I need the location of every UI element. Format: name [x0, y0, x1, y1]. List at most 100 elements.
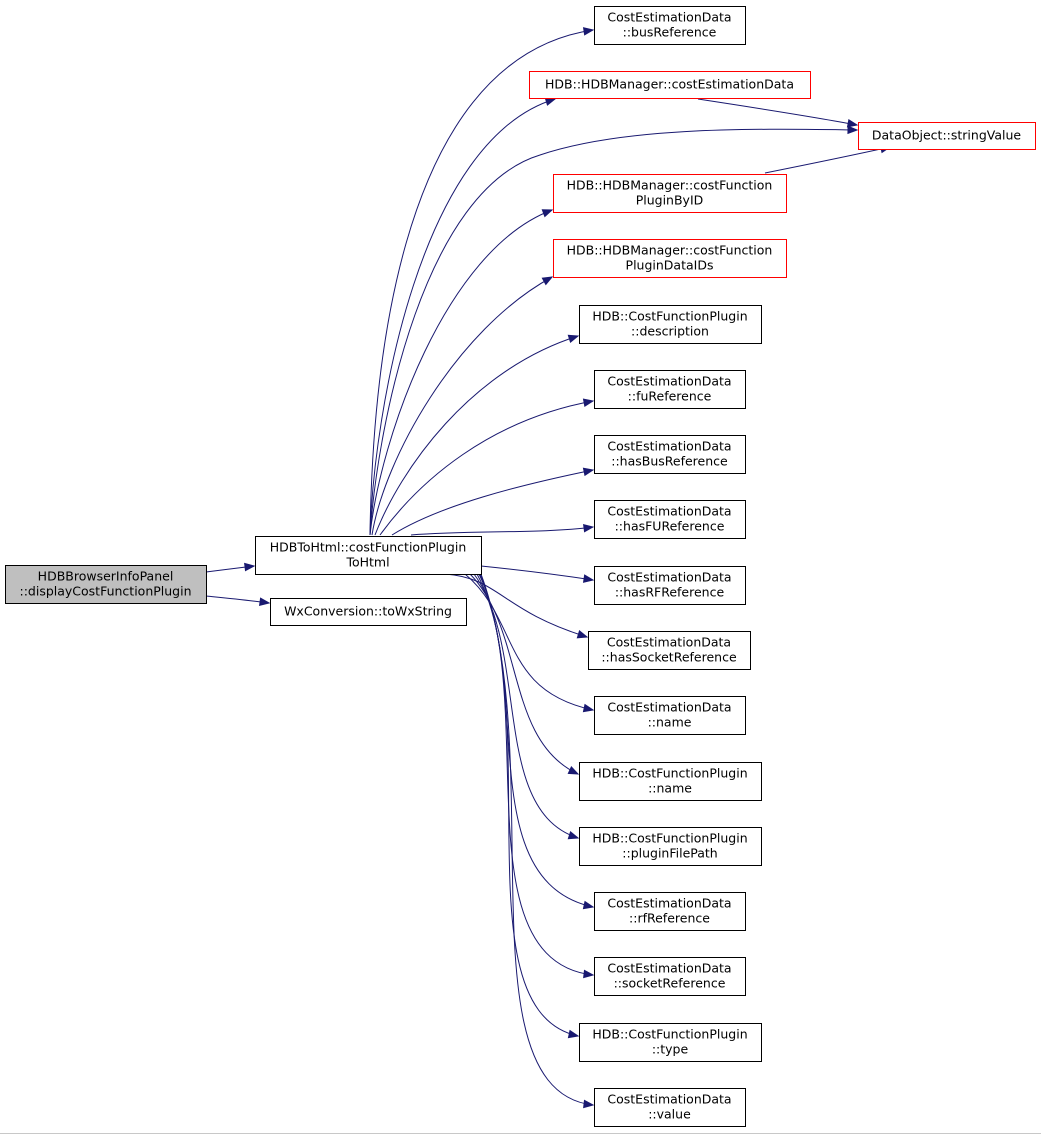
node-label: ::name [648, 781, 692, 796]
node-label: HDB::HDBManager::costFunction [567, 243, 773, 258]
arrowhead-icon [582, 703, 595, 713]
node-label: ::type [652, 1042, 689, 1057]
node-label: ::fuReference [628, 389, 712, 404]
arrowhead-icon [582, 398, 595, 407]
arrowhead-icon [567, 766, 580, 775]
node-cfp_type[interactable]: HDB::CostFunctionPlugin::type [579, 1023, 762, 1062]
node-label: PluginByID [636, 193, 704, 208]
node-label: HDB::CostFunctionPlugin [592, 831, 747, 846]
arrowhead-icon [582, 467, 595, 477]
bottom-divider [0, 1133, 1041, 1134]
edge-root-to-towx [205, 595, 271, 607]
arrowhead-icon [582, 900, 595, 910]
node-label: HDB::HDBManager::costFunction [567, 178, 773, 193]
edge-tohtml-to-hasbus [391, 467, 595, 536]
node-label: CostEstimationData [607, 700, 731, 715]
edge-tohtml-to-mgr_ids [371, 276, 554, 536]
node-ced_name[interactable]: CostEstimationData::name [594, 696, 746, 735]
node-label: ::rfReference [629, 911, 710, 926]
node-stringvalue[interactable]: DataObject::stringValue [858, 122, 1036, 150]
node-label: ::value [648, 1107, 691, 1122]
node-label: CostEstimationData [607, 1092, 731, 1107]
edge-tohtml-to-sockref [478, 573, 595, 979]
arrowhead-icon [846, 118, 859, 128]
edge-tohtml-to-mgr_byid [369, 209, 554, 536]
edge-tohtml-to-stringvalue [369, 125, 859, 536]
call-edges [205, 27, 892, 1109]
node-label: CostEstimationData [607, 570, 731, 585]
arrowhead-icon [541, 276, 554, 286]
edge-tohtml-to-rfref [476, 573, 595, 910]
arrowhead-icon [544, 97, 557, 106]
node-label: ::socketReference [614, 976, 726, 991]
arrowhead-icon [582, 27, 595, 36]
node-label: HDBBrowserInfoPanel [38, 569, 174, 584]
arrowhead-icon [847, 125, 859, 135]
node-label: CostEstimationData [607, 961, 731, 976]
node-hassock[interactable]: CostEstimationData::hasSocketReference [588, 631, 751, 670]
arrowhead-icon [244, 562, 256, 572]
node-label: ::hasBusReference [611, 454, 728, 469]
node-label: ::name [648, 715, 692, 730]
edge-tohtml-to-ced_value [480, 573, 595, 1109]
edge-tohtml-to-hasrf [480, 565, 595, 583]
node-root[interactable]: HDBBrowserInfoPanel::displayCostFunction… [5, 565, 207, 604]
edge-tohtml-to-ced_name [464, 573, 595, 713]
node-label: ::description [631, 324, 709, 339]
node-label: HDBToHtml::costFunctionPlugin [270, 540, 467, 555]
node-towx[interactable]: WxConversion::toWxString [270, 598, 467, 626]
edge-mgr_ced-to-stringvalue [697, 98, 859, 128]
edge-root-to-tohtml [205, 562, 256, 573]
edge-tohtml-to-cfp_desc [374, 334, 580, 536]
node-cfp_desc[interactable]: HDB::CostFunctionPlugin::description [579, 305, 762, 344]
node-cfp_name[interactable]: HDB::CostFunctionPlugin::name [579, 762, 762, 801]
edge-tohtml-to-mgr_ced [369, 97, 557, 536]
edge-tohtml-to-cfp_path [473, 573, 580, 840]
node-label: HDB::CostFunctionPlugin [592, 766, 747, 781]
node-label: HDB::CostFunctionPlugin [592, 1027, 747, 1042]
node-label: ::busReference [623, 25, 717, 40]
arrowhead-icon [567, 334, 580, 343]
node-furef[interactable]: CostEstimationData::fuReference [594, 370, 746, 409]
node-label: CostEstimationData [607, 504, 731, 519]
node-label: ::pluginFilePath [622, 846, 717, 861]
edge-tohtml-to-cfp_name [469, 573, 580, 775]
node-mgr_ids[interactable]: HDB::HDBManager::costFunctionPluginDataI… [553, 239, 787, 278]
arrowhead-icon [259, 597, 271, 607]
node-label: CostEstimationData [607, 374, 731, 389]
node-label: HDB::HDBManager::costEstimationData [545, 77, 794, 92]
node-ced_value[interactable]: CostEstimationData::value [594, 1088, 746, 1127]
arrowhead-icon [583, 1099, 595, 1109]
node-label: ::hasSocketReference [601, 650, 737, 665]
arrowhead-icon [541, 209, 554, 218]
node-label: CostEstimationData [607, 896, 731, 911]
node-label: HDB::CostFunctionPlugin [592, 309, 747, 324]
call-nodes: HDBBrowserInfoPanel::displayCostFunction… [5, 6, 1036, 1127]
edge-tohtml-to-cfp_type [479, 573, 580, 1039]
node-label: WxConversion::toWxString [284, 604, 452, 619]
node-cfp_path[interactable]: HDB::CostFunctionPlugin::pluginFilePath [579, 827, 762, 866]
node-busref[interactable]: CostEstimationData::busReference [594, 6, 746, 45]
node-mgr_ced[interactable]: HDB::HDBManager::costEstimationData [529, 71, 811, 99]
arrowhead-icon [582, 574, 595, 583]
arrowhead-icon [583, 969, 595, 979]
arrowhead-icon [583, 523, 595, 533]
node-label: DataObject::stringValue [872, 128, 1021, 143]
node-sockref[interactable]: CostEstimationData::socketReference [594, 957, 746, 996]
node-hasbus[interactable]: CostEstimationData::hasBusReference [594, 435, 746, 474]
edge-tohtml-to-furef [379, 398, 595, 536]
node-label: ::displayCostFunctionPlugin [19, 584, 191, 599]
node-hasrf[interactable]: CostEstimationData::hasRFReference [594, 566, 746, 605]
node-rfref[interactable]: CostEstimationData::rfReference [594, 892, 746, 931]
node-label: CostEstimationData [607, 439, 731, 454]
edge-tohtml-to-hasfu [410, 523, 595, 536]
arrowhead-icon [576, 630, 589, 639]
node-hasfu[interactable]: CostEstimationData::hasFUReference [594, 500, 746, 539]
arrowhead-icon [567, 830, 580, 840]
node-label: CostEstimationData [607, 635, 731, 650]
node-label: PluginDataIDs [626, 258, 714, 273]
node-label: CostEstimationData [607, 10, 731, 25]
